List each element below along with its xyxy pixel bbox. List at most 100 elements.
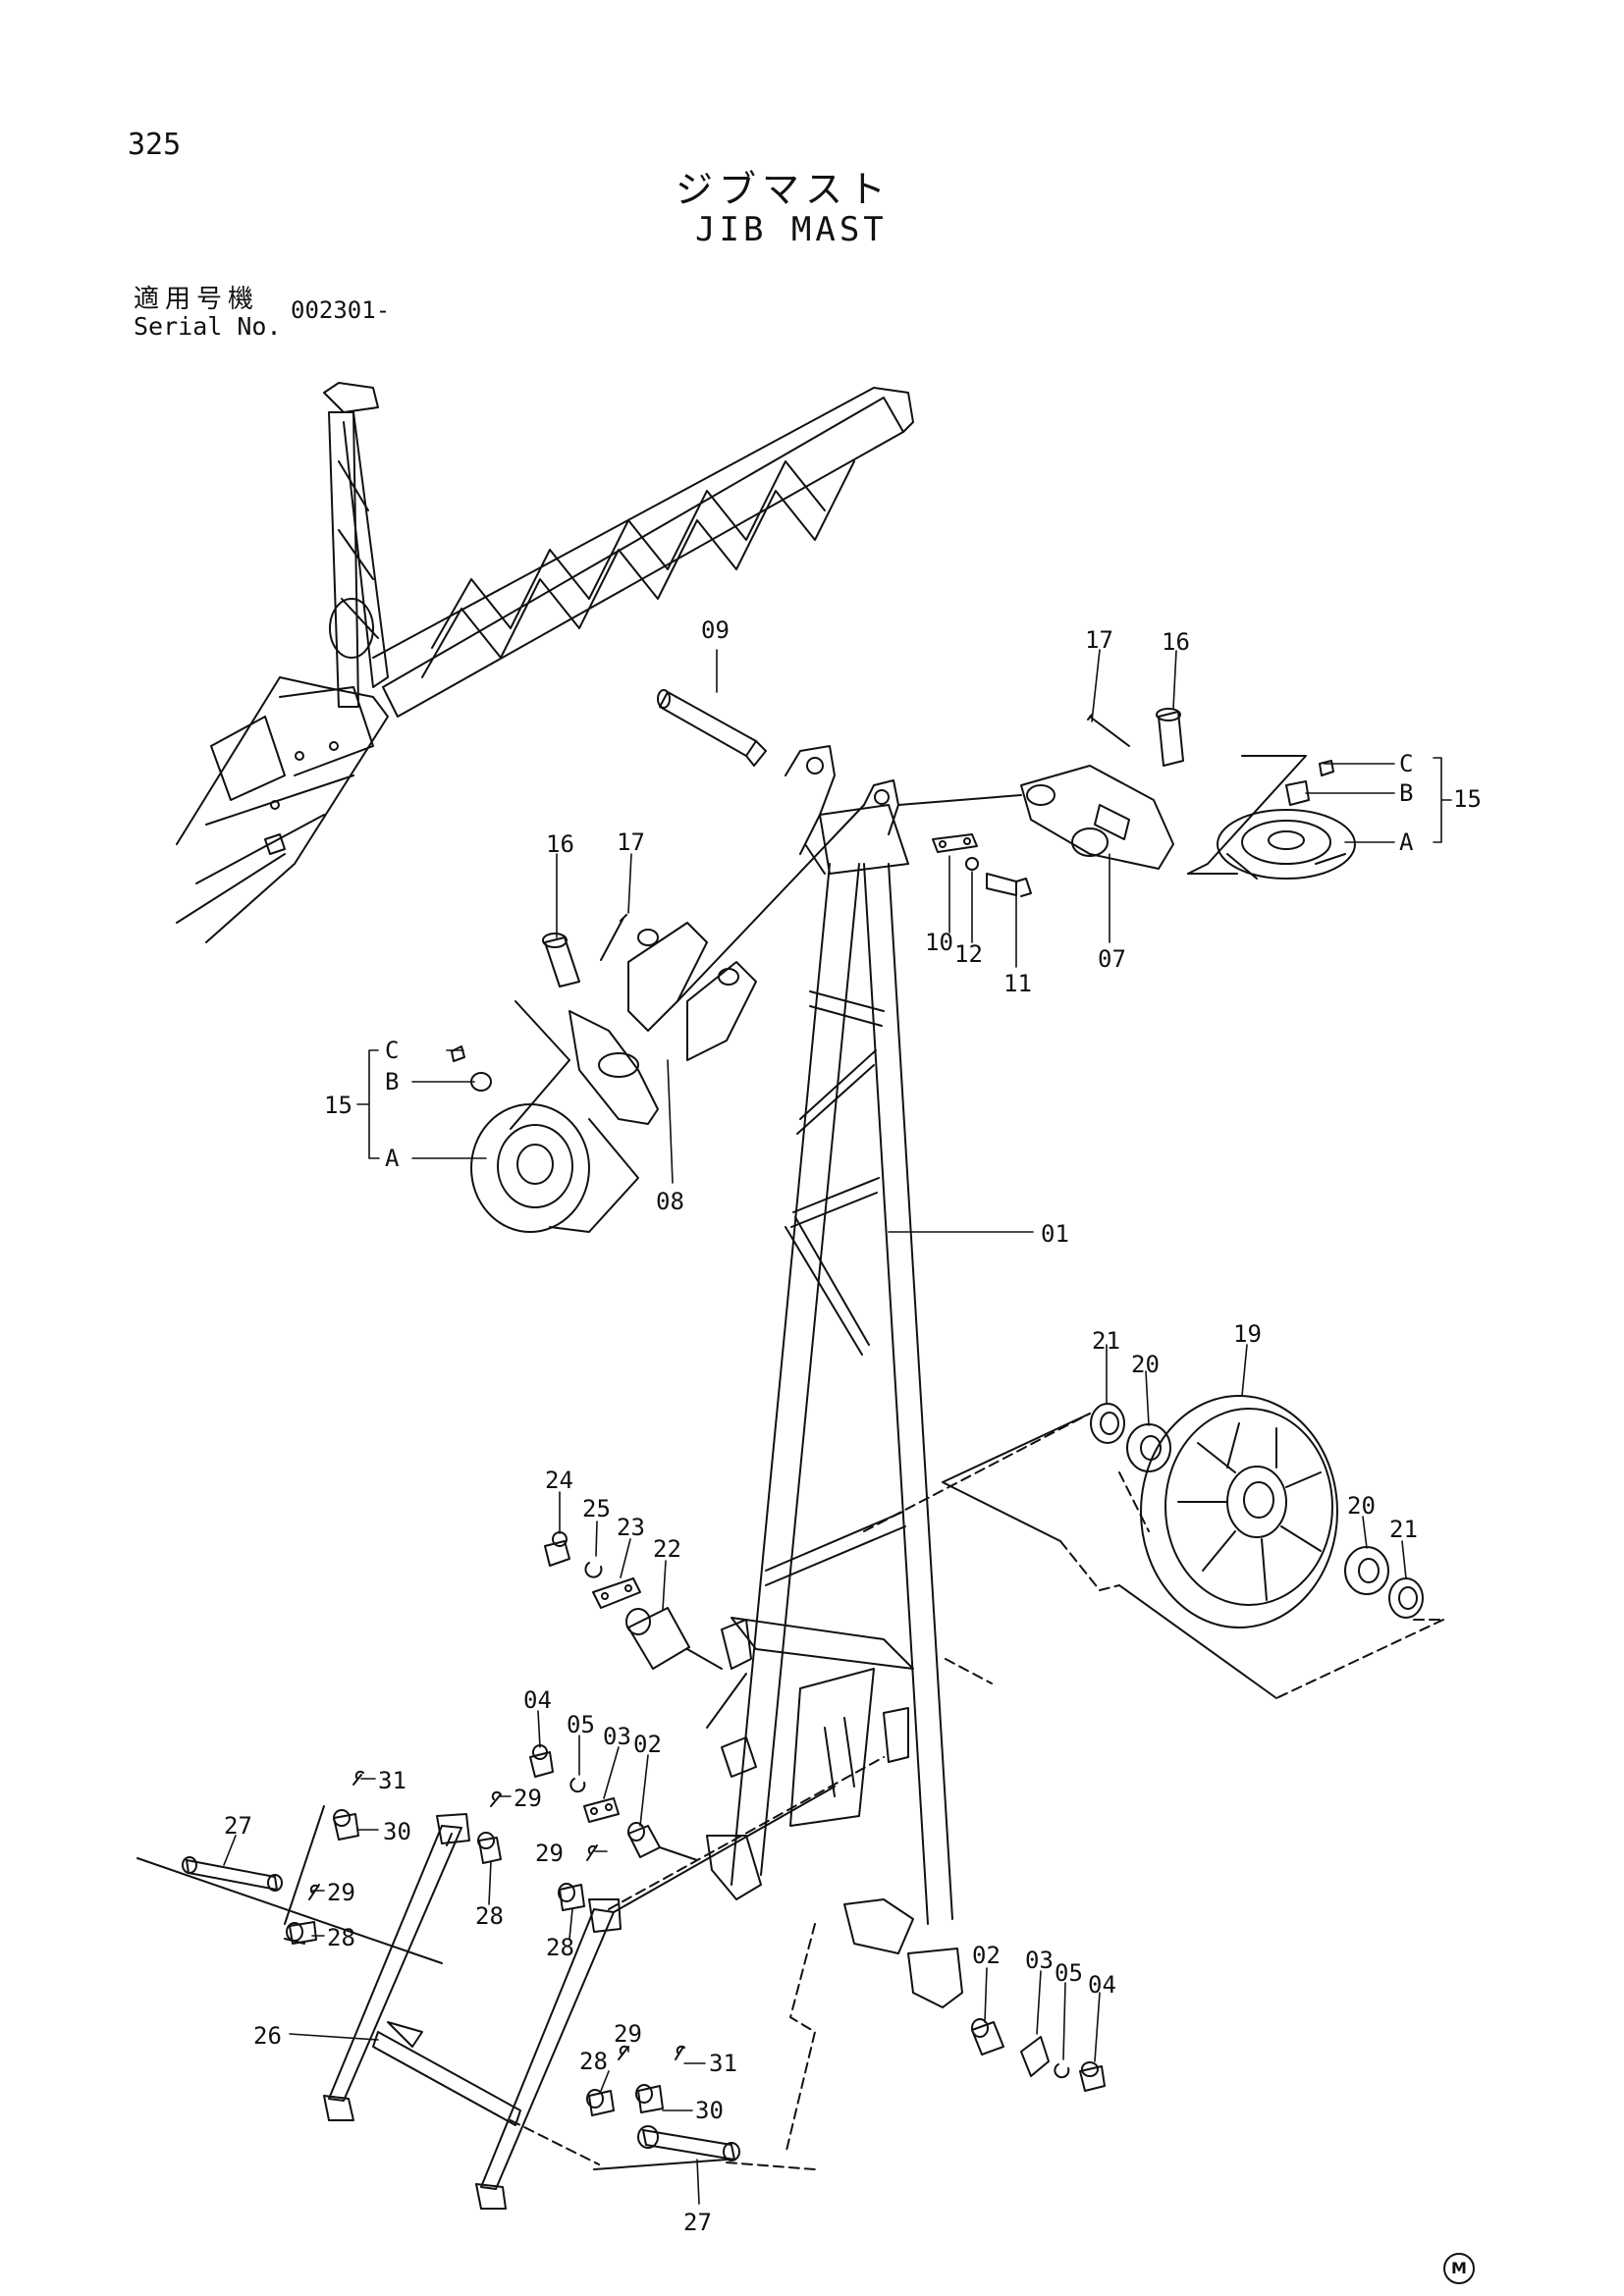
sheave-15-lower (451, 1000, 639, 1233)
callout-04-upper: 04 (523, 1686, 552, 1714)
pin-02-lower (971, 2018, 1004, 2056)
backstop-dashed-guide (510, 1756, 885, 2170)
callout-15-lower-c: C (385, 1037, 399, 1064)
cotter-17-upper (1087, 714, 1130, 747)
callout-29-b: 29 (514, 1785, 542, 1812)
corner-mark: M (1443, 2253, 1475, 2284)
callout-28-a: 28 (327, 1924, 355, 1951)
backstop-frame-26 (323, 1813, 622, 2210)
pin-30-lower (635, 2084, 664, 2113)
callout-01: 01 (1041, 1220, 1069, 1248)
callout-15-lower-a: A (385, 1145, 400, 1172)
callout-21-right: 21 (1389, 1516, 1418, 1543)
callout-25: 25 (582, 1495, 611, 1522)
sheave-bracket-07 (897, 765, 1174, 870)
callout-15-lower-b: B (385, 1068, 399, 1095)
bearing-20-right (1344, 1546, 1389, 1595)
plate-03-lower (1020, 2036, 1050, 2077)
callout-15-upper: 15 (1453, 785, 1482, 813)
title-english: JIB MAST (695, 210, 888, 249)
serial-label-japanese: 適用号機 (134, 285, 260, 314)
callout-29-a: 29 (327, 1879, 355, 1906)
page-number: 325 (128, 128, 182, 162)
serial-label-english: Serial No. (134, 312, 282, 341)
pin-28-b (477, 1832, 502, 1864)
cotter-29-b (490, 1790, 502, 1807)
cotter-31-lower (675, 2045, 685, 2060)
callout-16-upper: 16 (1162, 628, 1190, 656)
plate-10 (932, 833, 978, 853)
callout-03-lower: 03 (1025, 1947, 1054, 1974)
bolt-24 (544, 1531, 570, 1567)
callout-labels: 09 17 16 C B 15 A 10 12 11 07 16 17 C 15… (224, 616, 1482, 2236)
callout-26: 26 (253, 2022, 282, 2050)
washer-05-upper (569, 1778, 586, 1793)
cotter-31-upper (352, 1770, 364, 1786)
pin-16-upper (1156, 708, 1184, 767)
callout-22: 22 (653, 1535, 681, 1563)
washer-21-left (1090, 1403, 1125, 1444)
callout-02-lower: 02 (972, 1942, 1001, 1969)
cotter-29-a (308, 1884, 320, 1900)
callout-23: 23 (617, 1514, 645, 1541)
callout-15-upper-a: A (1399, 828, 1414, 856)
washer-21-right (1388, 1577, 1424, 1619)
pin-22 (625, 1607, 723, 1670)
cotter-17-lower (600, 914, 627, 961)
callout-07: 07 (1098, 945, 1126, 973)
callout-27-upper: 27 (224, 1812, 252, 1840)
callout-31-upper: 31 (378, 1767, 406, 1794)
callout-30-upper: 30 (383, 1818, 411, 1845)
backstop-assembly-guide (136, 1673, 836, 2170)
callout-12: 12 (954, 940, 983, 968)
pin-02-upper (627, 1822, 698, 1861)
callout-15-upper-c: C (1399, 750, 1413, 777)
pin-28-c (558, 1883, 585, 1911)
callout-30-lower: 30 (695, 2097, 724, 2124)
callout-15-lower: 15 (324, 1092, 352, 1119)
callout-03-upper: 03 (603, 1723, 631, 1750)
callout-leaders (223, 649, 1452, 2205)
callout-24: 24 (545, 1467, 573, 1494)
callout-08: 08 (656, 1188, 684, 1215)
callout-31-lower: 31 (709, 2050, 737, 2077)
washer-25 (584, 1562, 603, 1578)
brace-27-lower (637, 2125, 740, 2162)
serial-value: 002301- (291, 296, 391, 324)
pin-30-upper (333, 1809, 359, 1841)
sheave-19-assembly-guide (863, 1413, 1444, 1699)
brace-27-upper (182, 1856, 283, 1892)
callout-19: 19 (1233, 1320, 1262, 1348)
title-japanese: ジブマスト (676, 168, 893, 211)
callout-11: 11 (1003, 970, 1032, 997)
callout-28-c: 28 (546, 1934, 574, 1961)
callout-10: 10 (925, 929, 953, 956)
callout-28-d: 28 (579, 2048, 608, 2075)
sheave-19-outline-box (942, 1413, 1277, 1699)
jib-mast-frame (706, 745, 963, 2008)
callout-17-lower: 17 (617, 828, 645, 856)
callout-15-upper-b: B (1399, 779, 1413, 807)
callout-29-c: 29 (535, 1840, 564, 1867)
callout-28-b: 28 (475, 1902, 504, 1930)
callout-05-upper: 05 (567, 1711, 595, 1738)
bolt-11 (986, 873, 1032, 897)
callout-16-lower: 16 (546, 830, 574, 858)
washer-05-lower (1054, 2063, 1070, 2079)
sheave-15-upper (1187, 755, 1356, 880)
callout-05-lower: 05 (1055, 1959, 1083, 1987)
cotter-29-c (586, 1844, 598, 1861)
pin-16-lower (542, 933, 580, 988)
callout-17-upper: 17 (1085, 626, 1113, 654)
washer-12 (965, 857, 979, 871)
callout-20-right: 20 (1347, 1492, 1376, 1520)
callout-04-lower: 04 (1088, 1971, 1116, 1999)
sheave-bracket-08 (568, 804, 865, 1125)
callout-21-left: 21 (1092, 1327, 1120, 1355)
pin-09 (657, 689, 767, 767)
pin-28-d (586, 2089, 615, 2116)
callout-20-left: 20 (1131, 1351, 1160, 1378)
callout-09: 09 (701, 616, 730, 644)
plate-03-upper (583, 1797, 620, 1823)
